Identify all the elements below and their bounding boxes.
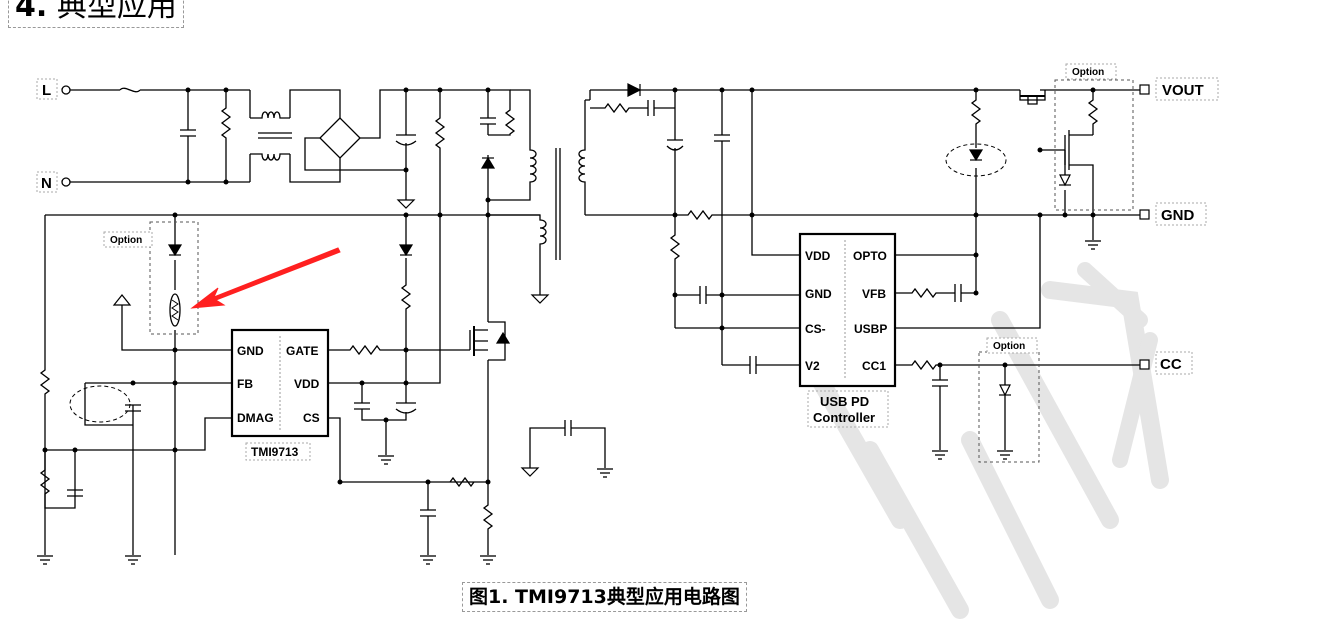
diodes — [167, 83, 1071, 397]
svg-text:N: N — [41, 175, 52, 192]
ic-tmi9713: GND FB DMAG GATE VDD CS TMI9713 — [230, 328, 330, 461]
pin-gate: GATE — [286, 344, 318, 358]
pin-usb-gnd: GND — [805, 287, 832, 301]
pin-fb: FB — [237, 377, 253, 391]
pin-usb-opto: OPTO — [853, 249, 887, 263]
input-terminal-l: L — [36, 78, 71, 100]
pin-vdd: VDD — [294, 377, 320, 391]
output-mosfet — [1020, 95, 1045, 105]
option-tag-left — [103, 231, 153, 248]
option-box-left — [149, 221, 199, 335]
pin-usb-v2: V2 — [805, 359, 820, 373]
optocoupler-led — [945, 143, 1007, 177]
pin-usb-vfb: VFB — [862, 287, 886, 301]
optocoupler-transistor — [69, 385, 131, 423]
option-tag-top-right — [1065, 63, 1117, 80]
svg-text:GND: GND — [1161, 207, 1195, 224]
option-label-right: Option — [993, 341, 1025, 352]
svg-text:VOUT: VOUT — [1162, 82, 1204, 99]
output-terminal-vout: VOUT — [1139, 77, 1219, 101]
svg-text:CC: CC — [1160, 356, 1182, 373]
highlight-arrow — [190, 247, 341, 309]
section-heading: 4. 典型应用 — [8, 0, 184, 28]
option-label-left: Option — [110, 235, 142, 246]
ic-tmi9713-label: TMI9713 — [251, 445, 299, 459]
pin-usb-vdd: VDD — [805, 249, 831, 263]
ic-usbpd-label-1: USB PD — [820, 394, 869, 409]
circuit-wires — [39, 87, 1140, 555]
ic-usbpd-controller: VDD GND CS- V2 OPTO VFB USBP CC1 USB PD … — [798, 232, 897, 428]
pin-dmag: DMAG — [237, 411, 274, 425]
pin-usb-cs: CS- — [805, 322, 826, 336]
option-box-top-right — [1054, 79, 1134, 211]
pin-gnd: GND — [237, 344, 264, 358]
ic-usbpd-label-2: Controller — [813, 410, 875, 425]
thermistor — [169, 293, 181, 327]
junction-dots — [42, 87, 1096, 485]
section-number: 4. — [15, 0, 48, 24]
pin-usb-cc1: CC1 — [862, 359, 886, 373]
output-terminal-gnd: GND — [1139, 202, 1207, 226]
ground-arrow-up — [112, 294, 132, 306]
output-terminal-cc: CC — [1139, 351, 1193, 375]
option-tag-right — [986, 337, 1038, 354]
pin-cs: CS — [303, 411, 320, 425]
option-label-top-right: Option — [1072, 67, 1104, 78]
input-terminal-n: N — [36, 171, 71, 193]
section-title: 典型应用 — [56, 0, 177, 24]
svg-text:L: L — [42, 82, 51, 99]
pin-usb-usbp: USBP — [854, 322, 887, 336]
figure-caption: 图1. TMI9713典型应用电路图 — [462, 582, 747, 612]
